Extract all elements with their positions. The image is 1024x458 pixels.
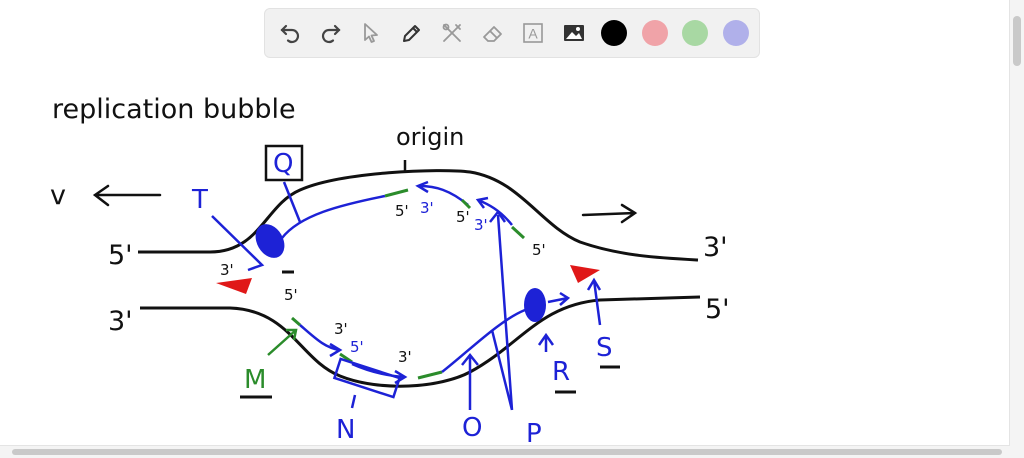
text-button[interactable]: A <box>516 16 550 50</box>
color-swatch-purple <box>722 20 749 46</box>
bottom-5prime-a: 5' <box>284 286 298 304</box>
undo-button[interactable] <box>273 16 307 50</box>
drawing-canvas[interactable]: replication bubble origin 5' 3' 3' 5' v … <box>0 0 1010 446</box>
m-pointer <box>267 328 298 356</box>
red-protein-left-icon <box>216 278 252 294</box>
label-s: S <box>596 333 613 363</box>
top-green-primer-1 <box>384 188 409 198</box>
v-label: v <box>50 180 66 211</box>
vertical-scroll-thumb[interactable] <box>1013 16 1021 66</box>
left-3prime-label: 3' <box>220 261 234 279</box>
select-icon <box>364 23 378 43</box>
p-pointers <box>489 209 514 411</box>
o-pointer <box>461 352 479 410</box>
right-arrow-icon <box>581 203 638 224</box>
bottom-blue-strand-2 <box>351 362 408 385</box>
red-protein-right-icon <box>570 265 600 283</box>
r-pointer <box>537 332 555 352</box>
top-strand <box>138 169 699 262</box>
bottom-blue-strand-1 <box>299 324 343 358</box>
vertical-scrollbar[interactable] <box>1009 0 1024 458</box>
q-pointer <box>282 181 302 223</box>
title-text: replication bubble <box>52 94 296 125</box>
eraser-button[interactable] <box>476 16 510 50</box>
undo-icon <box>280 24 300 44</box>
color-swatch-red <box>641 20 668 46</box>
origin-label: origin <box>396 123 464 151</box>
top-3prime-b: 3' <box>474 216 488 234</box>
top-3prime-a: 3' <box>420 199 434 217</box>
bottom-right-end-label: 5' <box>705 294 730 325</box>
label-p: P <box>526 419 542 446</box>
eraser-icon <box>482 26 502 42</box>
helicase-left-icon <box>255 224 285 258</box>
label-n: N <box>336 415 355 445</box>
top-5prime-a: 5' <box>395 202 409 220</box>
bottom-3prime-b: 3' <box>398 348 412 366</box>
pen-button[interactable] <box>395 16 429 50</box>
top-right-end-label: 3' <box>703 232 728 263</box>
top-left-end-label: 5' <box>108 240 133 271</box>
svg-text:A: A <box>528 26 538 42</box>
bottom-green-primer-1 <box>291 316 301 327</box>
top-blue-strand-3 <box>475 196 513 226</box>
color-purple-button[interactable] <box>719 16 753 50</box>
color-green-button[interactable] <box>678 16 712 50</box>
n-pointer <box>350 394 357 409</box>
bottom-left-end-label: 3' <box>108 306 133 337</box>
color-black-button[interactable] <box>597 16 631 50</box>
tools-button[interactable] <box>435 16 469 50</box>
left-arrow-icon <box>92 184 162 207</box>
top-5prime-c: 5' <box>532 241 546 259</box>
color-swatch-black <box>601 20 627 46</box>
text-icon: A <box>523 23 543 43</box>
t-pointer <box>211 215 265 272</box>
image-button[interactable] <box>557 16 591 50</box>
tools-icon <box>442 23 461 42</box>
bottom-blue-strand-3 <box>441 308 526 373</box>
label-t: T <box>191 185 208 215</box>
n-box <box>332 357 402 399</box>
top-green-primer-3 <box>510 225 526 240</box>
color-red-button[interactable] <box>638 16 672 50</box>
redo-button[interactable] <box>314 16 348 50</box>
label-q: Q <box>273 149 293 179</box>
color-swatch-green <box>682 20 708 46</box>
bottom-green-primer-3 <box>417 370 443 380</box>
drawing-toolbar: A <box>264 8 760 58</box>
bottom-3prime-a: 3' <box>334 320 348 338</box>
bottom-blue-arrow <box>547 291 571 306</box>
top-green-primer-2 <box>460 198 472 210</box>
s-pointer <box>586 277 602 326</box>
redo-icon <box>321 24 341 44</box>
bottom-strand <box>140 295 701 388</box>
helicase-right-icon <box>524 288 546 322</box>
select-button[interactable] <box>354 16 388 50</box>
label-o: O <box>462 413 482 443</box>
pen-icon <box>402 25 420 42</box>
label-r: R <box>552 357 570 387</box>
horizontal-scroll-thumb[interactable] <box>12 449 1002 455</box>
top-blue-strand-1 <box>281 194 386 239</box>
image-icon <box>563 25 584 41</box>
bottom-5prime-b: 5' <box>350 338 364 356</box>
horizontal-scrollbar[interactable] <box>0 445 1010 458</box>
q-box <box>264 144 304 182</box>
label-m: M <box>244 365 266 395</box>
top-5prime-b: 5' <box>456 208 470 226</box>
